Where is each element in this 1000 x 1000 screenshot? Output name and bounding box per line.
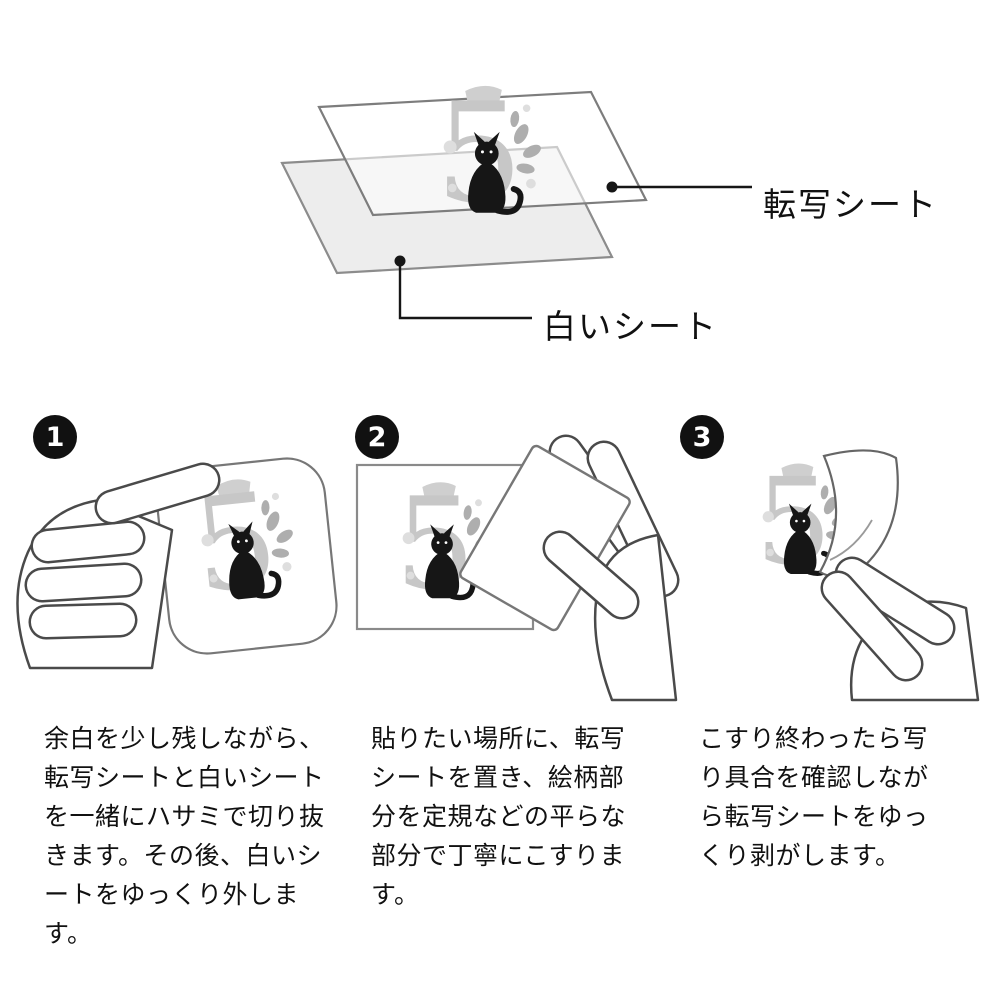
step-1-badge: 1 [33, 415, 77, 459]
hand-step1 [16, 462, 221, 670]
step-3-description: こすり終わったら写り具合を確認しながら転写シートをゆっくり剥がします。 [699, 724, 929, 870]
step-1-description: 余白を少し残しながら、転写シートと白いシートを一緒にハサミで切り抜きます。その後… [44, 724, 325, 948]
step3-illustration [755, 449, 980, 702]
sheet-stack-diagram [280, 73, 752, 320]
hand-step2 [459, 434, 680, 702]
transfer-sheet-label: 転写シート [763, 185, 938, 224]
flap-curl-line [829, 519, 873, 561]
hand-step3 [820, 556, 980, 702]
white-sheet-label: 白いシート [543, 307, 718, 346]
step-2-badge: 2 [355, 415, 399, 459]
step1-illustration [16, 457, 338, 670]
step-3-badge: 3 [680, 415, 724, 459]
step-2-description: 貼りたい場所に、転写シートを置き、絵柄部分を定規などの平らな部分で丁寧にこすりま… [371, 724, 627, 909]
step2-illustration [355, 434, 680, 702]
callout-lines [394, 181, 752, 320]
